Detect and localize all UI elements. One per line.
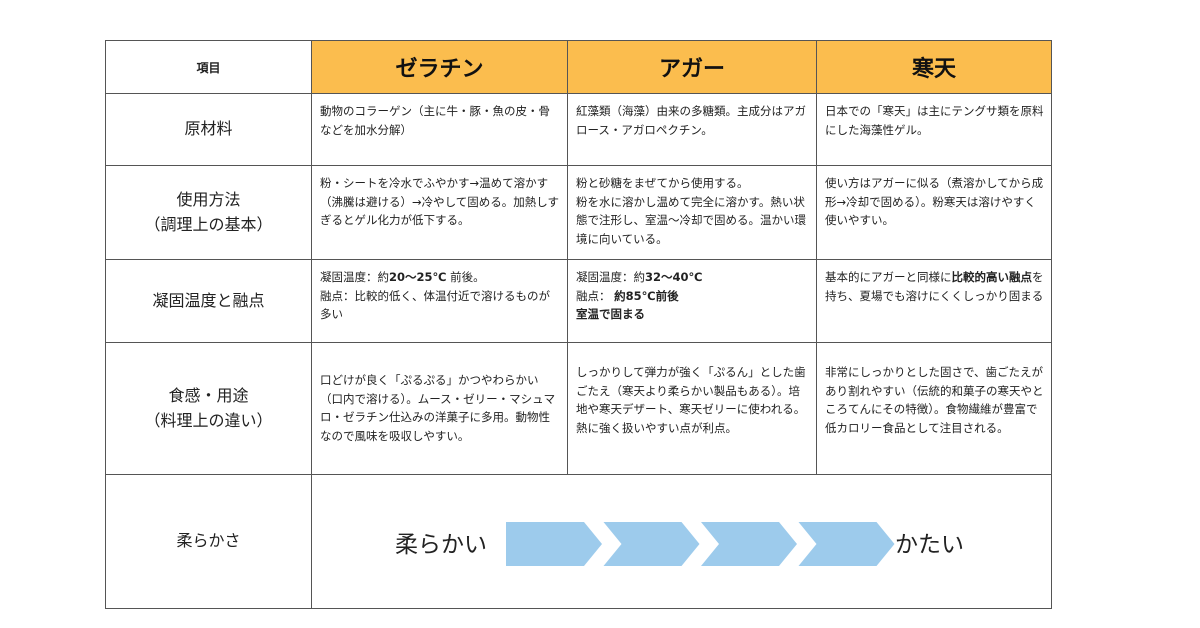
cell-paragraph: 粉と砂糖をまぜてから使用する。 [576, 174, 810, 193]
text-run: 非常にしっかりとした固さで、歯ごたえがあり割れやすい（伝統的和菓子の寒天やところ… [825, 365, 1044, 435]
text-run: 基本的にアガーと同様に [825, 270, 952, 284]
bold-text: 32～40℃ [645, 270, 703, 284]
softness-left-label: 柔らかい [395, 532, 487, 558]
bold-text: 20～25℃ [389, 270, 447, 284]
cell-paragraph: 室温で固まる [576, 305, 810, 324]
softness-arrows [506, 522, 895, 566]
row-label-line: 使用方法 [176, 189, 241, 209]
softness-row-label: 柔らかさ [105, 474, 312, 609]
cell-paragraph: 口どけが良く「ぷるぷる」かつやわらかい（口内で溶ける）。ムース・ゼリー・マシュマ… [320, 371, 561, 446]
text-run: 融点： [576, 288, 615, 303]
text-run: 前後。 [446, 270, 485, 284]
text-run: 融点：比較的低く、体温付近で溶けるものが多い [320, 288, 550, 322]
cell-paragraph: 使い方はアガーに似る（煮溶かしてから成形→冷却で固める）。粉寒天は溶けやすく使い… [825, 174, 1045, 230]
softness-scale-cell: 柔らかい かたい [311, 474, 1052, 609]
row-label: 食感・用途 （料理上の違い） [105, 342, 312, 475]
text-run: 粉・シートを冷水でふやかす→温めて溶かす（沸騰は避ける）→冷やして固める。加熱し… [320, 176, 560, 228]
cell-paragraph: 非常にしっかりとした固さで、歯ごたえがあり割れやすい（伝統的和菓子の寒天やところ… [825, 363, 1045, 438]
cell-gelatin: 口どけが良く「ぷるぷる」かつやわらかい（口内で溶ける）。ムース・ゼリー・マシュマ… [311, 342, 568, 475]
row-label: 原材料 [105, 93, 312, 166]
bold-text: 約85℃前後 [614, 288, 679, 303]
header-item-label: 項目 [105, 40, 312, 94]
header-agar: アガー [567, 40, 817, 94]
row-temperature: 凝固温度と融点 凝固温度：約20～25℃ 前後。融点：比較的低く、体温付近で溶け… [105, 259, 1052, 343]
cell-gelatin: 粉・シートを冷水でふやかす→温めて溶かす（沸騰は避ける）→冷やして固める。加熱し… [311, 165, 568, 260]
softness-right-label: かたい [895, 532, 964, 558]
header-gelatin: ゼラチン [311, 40, 568, 94]
cell-paragraph: 融点： 約85℃前後 [576, 287, 810, 306]
softness-chevron-arrow [603, 522, 700, 566]
header-kanten: 寒天 [816, 40, 1052, 94]
text-run: しっかりして弾力が強く「ぷるん」とした歯ごたえ（寒天より柔らかい製品もある）。培… [576, 365, 806, 435]
text-run: 紅藻類（海藻）由来の多糖類。主成分はアガロース・アガロペクチン。 [576, 104, 806, 137]
header-row: 項目 ゼラチン アガー 寒天 [105, 40, 1052, 94]
row-softness: 柔らかさ 柔らかい かたい [105, 474, 1052, 609]
text-run: を持ち、夏場でも溶けにくくしっかり固まる [825, 270, 1044, 303]
text-run: 動物のコラーゲン（主に牛・豚・魚の皮・骨などを加水分解） [320, 104, 550, 137]
cell-gelatin: 動物のコラーゲン（主に牛・豚・魚の皮・骨などを加水分解） [311, 93, 568, 166]
bold-text: 比較的高い融点 [951, 270, 1033, 284]
row-label: 使用方法 （調理上の基本） [105, 165, 312, 260]
cell-agar: しっかりして弾力が強く「ぷるん」とした歯ごたえ（寒天より柔らかい製品もある）。培… [567, 342, 817, 475]
cell-paragraph: しっかりして弾力が強く「ぷるん」とした歯ごたえ（寒天より柔らかい製品もある）。培… [576, 363, 810, 438]
row-label-line: 凝固温度と融点 [152, 290, 265, 310]
cell-paragraph: 動物のコラーゲン（主に牛・豚・魚の皮・骨などを加水分解） [320, 102, 561, 139]
cell-paragraph: 融点：比較的低く、体温付近で溶けるものが多い [320, 287, 561, 324]
row-texture-use: 食感・用途 （料理上の違い） 口どけが良く「ぷるぷる」かつやわらかい（口内で溶ける… [105, 342, 1052, 475]
cell-paragraph: 凝固温度：約20～25℃ 前後。 [320, 268, 561, 287]
cell-paragraph: 基本的にアガーと同様に比較的高い融点を持ち、夏場でも溶けにくくしっかり固まる [825, 268, 1045, 305]
text-run: 使い方はアガーに似る（煮溶かしてから成形→冷却で固める）。粉寒天は溶けやすく使い… [825, 176, 1044, 228]
row-raw-material: 原材料 動物のコラーゲン（主に牛・豚・魚の皮・骨などを加水分解） 紅藻類（海藻）… [105, 93, 1052, 166]
comparison-table: 項目 ゼラチン アガー 寒天 原材料 動物のコラーゲン（主に牛・豚・魚の皮・骨な… [105, 40, 1052, 609]
cell-kanten: 基本的にアガーと同様に比較的高い融点を持ち、夏場でも溶けにくくしっかり固まる [816, 259, 1052, 343]
softness-chevron-arrow [798, 522, 895, 566]
text-run: 粉と砂糖をまぜてから使用する。 [576, 176, 749, 190]
cell-paragraph: 粉・シートを冷水でふやかす→温めて溶かす（沸騰は避ける）→冷やして固める。加熱し… [320, 174, 561, 230]
cell-kanten: 使い方はアガーに似る（煮溶かしてから成形→冷却で固める）。粉寒天は溶けやすく使い… [816, 165, 1052, 260]
cell-kanten: 日本での「寒天」は主にテングサ類を原料にした海藻性ゲル。 [816, 93, 1052, 166]
row-usage: 使用方法 （調理上の基本） 粉・シートを冷水でふやかす→温めて溶かす（沸騰は避ける… [105, 165, 1052, 260]
cell-paragraph: 粉を水に溶かし温めて完全に溶かす。熱い状態で注形し、室温～冷却で固める。温かい環… [576, 193, 810, 249]
row-label-line: 原材料 [184, 119, 233, 139]
text-run: 凝固温度：約 [320, 270, 389, 284]
row-label: 凝固温度と融点 [105, 259, 312, 343]
cell-paragraph: 凝固温度：約32～40℃ [576, 268, 810, 287]
cell-paragraph: 日本での「寒天」は主にテングサ類を原料にした海藻性ゲル。 [825, 102, 1045, 139]
text-run: 口どけが良く「ぷるぷる」かつやわらかい（口内で溶ける）。ムース・ゼリー・マシュマ… [320, 373, 556, 443]
cell-agar: 紅藻類（海藻）由来の多糖類。主成分はアガロース・アガロペクチン。 [567, 93, 817, 166]
text-run: 粉を水に溶かし温めて完全に溶かす。熱い状態で注形し、室温～冷却で固める。温かい環… [576, 194, 806, 246]
cell-kanten: 非常にしっかりとした固さで、歯ごたえがあり割れやすい（伝統的和菓子の寒天やところ… [816, 342, 1052, 475]
cell-agar: 粉と砂糖をまぜてから使用する。粉を水に溶かし温めて完全に溶かす。熱い状態で注形し… [567, 165, 817, 260]
text-run: 凝固温度：約 [576, 270, 645, 284]
row-label-line: （料理上の違い） [144, 410, 273, 430]
cell-gelatin: 凝固温度：約20～25℃ 前後。融点：比較的低く、体温付近で溶けるものが多い [311, 259, 568, 343]
text-run: 日本での「寒天」は主にテングサ類を原料にした海藻性ゲル。 [825, 104, 1044, 137]
row-label-line: 食感・用途 [168, 385, 249, 405]
cell-paragraph: 紅藻類（海藻）由来の多糖類。主成分はアガロース・アガロペクチン。 [576, 102, 810, 139]
row-label-line: （調理上の基本） [144, 214, 273, 234]
softness-chevron-arrow [701, 522, 797, 566]
softness-chevron-arrow [506, 522, 602, 566]
bold-text: 室温で固まる [576, 307, 645, 322]
